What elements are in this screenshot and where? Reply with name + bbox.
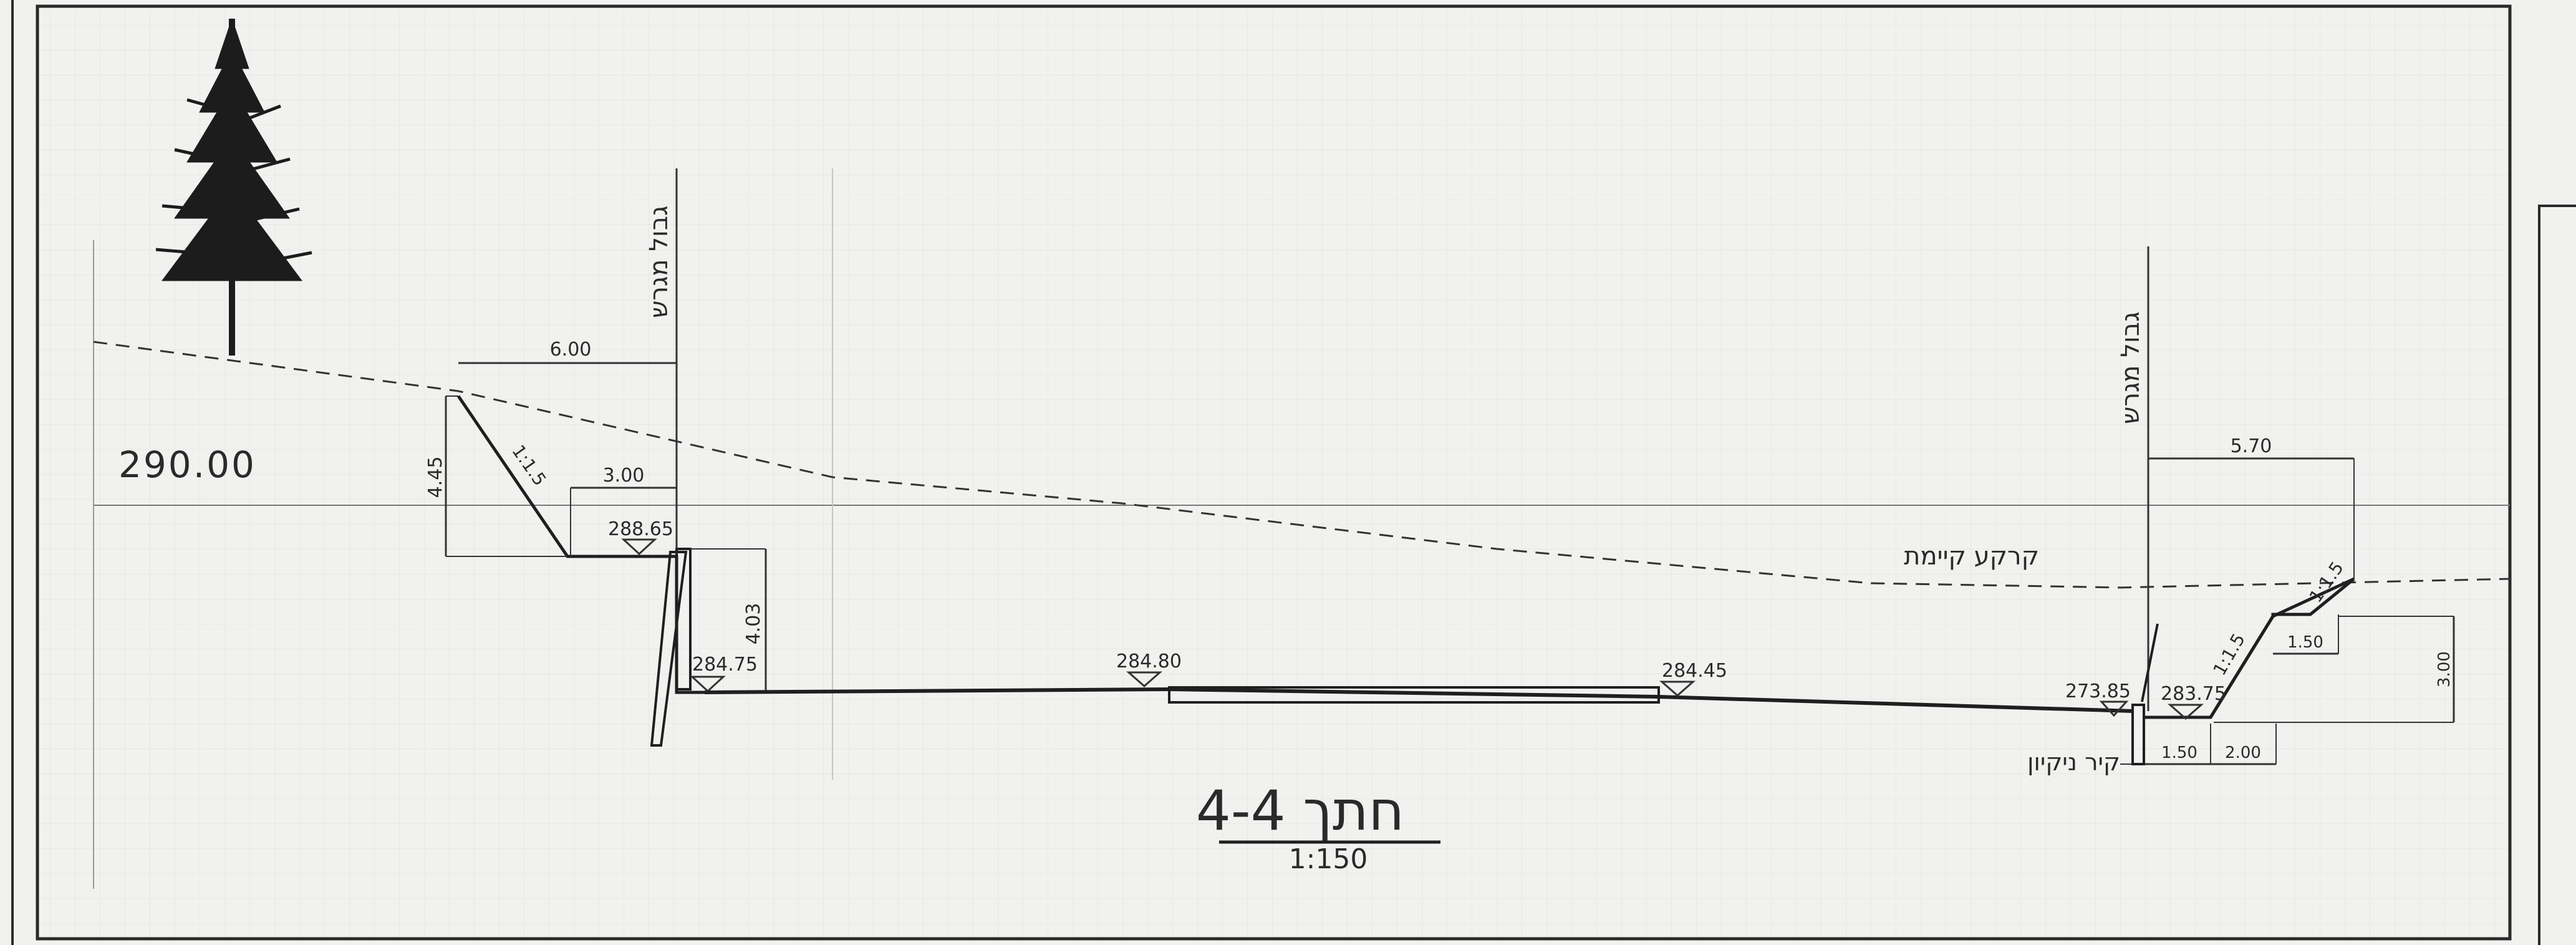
dim-right-height-label: 3.00 bbox=[2435, 651, 2454, 687]
reference-level-label: 290.00 bbox=[118, 443, 256, 486]
elevation-middle: 284.80 bbox=[1116, 651, 1182, 672]
elevation-right-middle-marker bbox=[1659, 681, 1696, 697]
pavement-slab bbox=[1168, 686, 1660, 704]
elevation-left-bench-marker bbox=[621, 538, 657, 556]
left-retaining-wall bbox=[650, 551, 688, 747]
drawing-frame bbox=[36, 4, 2512, 941]
cleaning-wall-label: קיר ניקיון bbox=[2027, 749, 2120, 776]
elevation-left-foot: 284.75 bbox=[692, 654, 758, 676]
elevation-left-bench: 288.65 bbox=[608, 518, 673, 540]
dim-right-top-label: 5.70 bbox=[2231, 435, 2272, 457]
terrain-label: קרקע קיימת bbox=[1904, 542, 2039, 571]
left-wall-post bbox=[675, 548, 692, 691]
elevation-right-foot-marker bbox=[2168, 704, 2204, 720]
dim-left-height-label: 4.45 bbox=[425, 457, 446, 498]
elevation-wall-top-marker bbox=[2099, 700, 2129, 717]
dim-right-bottom-2-label: 2.00 bbox=[2225, 744, 2261, 762]
section-scale: 1:150 bbox=[1289, 843, 1368, 875]
elevation-middle-marker bbox=[1126, 671, 1162, 687]
paper-grid bbox=[37, 9, 2510, 939]
right-plot-boundary-label: גבול מגרש bbox=[2116, 311, 2145, 424]
elevation-left-foot-marker bbox=[690, 676, 726, 693]
dim-left-wall-height-label: 4.03 bbox=[743, 603, 765, 645]
elevation-wall-top: 273.85 bbox=[2065, 681, 2131, 702]
left-plot-boundary-label: גבול מגרש bbox=[645, 205, 673, 318]
right-wall-lean bbox=[2141, 623, 2159, 702]
existing-terrain-line bbox=[93, 341, 2511, 589]
elevation-right-middle: 284.45 bbox=[1662, 660, 1727, 682]
title-block-edge bbox=[2538, 205, 2576, 945]
section-title: חתך 4-4 bbox=[1196, 778, 1404, 843]
tree-icon bbox=[155, 17, 312, 356]
dim-left-bench-label: 3.00 bbox=[603, 465, 645, 487]
elevation-right-foot: 283.75 bbox=[2161, 683, 2226, 705]
finished-grade-line bbox=[704, 687, 2133, 713]
dim-right-bottom-1-label: 1.50 bbox=[2161, 744, 2197, 762]
dim-left-top-label: 6.00 bbox=[550, 339, 592, 361]
dim-right-bench-label: 1.50 bbox=[2287, 633, 2323, 652]
cleaning-wall bbox=[2131, 704, 2145, 765]
right-slope-detail bbox=[2209, 578, 2355, 719]
